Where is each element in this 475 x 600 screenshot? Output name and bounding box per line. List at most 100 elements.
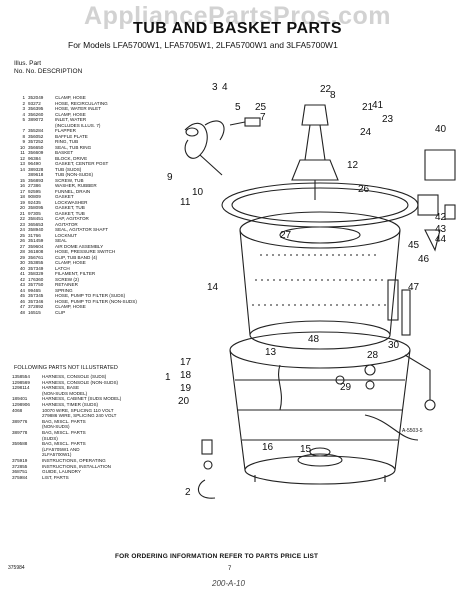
part-description: (NON-SUDS) [42, 424, 70, 430]
page-title: TUB AND BASKET PARTS [132, 20, 343, 37]
part-description: RETAINER [55, 282, 78, 287]
not-illustrated-row: 279886 WIRE, SPLICING 240 VOLT [12, 413, 187, 419]
callout-48: 48 [308, 334, 320, 345]
part-number: 16515 [28, 309, 41, 315]
part-illus-number: 30 [19, 260, 25, 265]
part-description: 2LFA5700W1) [42, 452, 72, 458]
part-number: 368751 [12, 469, 28, 475]
part-illus-number: 29 [19, 254, 25, 260]
part-number: 375984 [12, 474, 28, 480]
diagram-drawing [184, 104, 456, 499]
part-description: HARNESS, CONSOLE (SUDS) [42, 374, 107, 379]
parts-table-header: Illus. Part No. No. DESCRIPTION [14, 60, 82, 76]
part-number: 356609 [28, 150, 44, 155]
part-illus-number: 5 [22, 117, 25, 122]
parts-table-header-line1: Illus. Part [14, 60, 42, 67]
part-number: 356761 [28, 254, 44, 260]
part-number: 355284 [28, 128, 44, 133]
part-description: INSTRUCTIONS, INSTALLATION [42, 463, 111, 469]
part-number: 357750 [28, 282, 44, 287]
part-description: CLIP, TUB BAND (4) [55, 254, 98, 260]
page-code: 375984 [8, 565, 25, 571]
callout-8: 8 [330, 90, 336, 101]
part-number: 359604 [28, 243, 44, 249]
figure-code: A-5503-5 [402, 428, 423, 434]
callout-1: 1 [165, 372, 171, 383]
part-illus-number: 14 [19, 166, 25, 172]
part-number: 353855 [28, 260, 44, 265]
part-illus-number: 3 [22, 106, 25, 111]
callout-23: 23 [382, 114, 394, 125]
part-description: SEAL, TUB RING [55, 144, 92, 150]
part-number: 356052 [28, 133, 44, 139]
callout-14: 14 [207, 282, 219, 293]
callout-9: 9 [167, 172, 173, 183]
part-illus-number: 17 [19, 188, 25, 194]
part-description: (SUDS) [42, 435, 58, 441]
part-description: HOSE, PUMP TO FILTER (NON-SUDS) [55, 298, 137, 304]
part-number: 357252 [28, 139, 44, 144]
part-illus-number: 48 [19, 309, 25, 315]
callout-5: 5 [235, 102, 241, 113]
part-description: (LFA5705W1 AND [42, 446, 80, 452]
part-illus-number: 4 [22, 111, 25, 117]
part-description: AIR DOME ASSEMBLY [55, 243, 104, 249]
callout-22: 22 [320, 84, 332, 95]
part-description: (NON-SUDS MODEL) [42, 390, 88, 396]
part-number: 351459 [28, 238, 44, 243]
part-description: WASHER, RUBBER [55, 183, 97, 188]
part-number: 99465 [28, 287, 41, 293]
callout-17: 17 [180, 357, 192, 368]
part-description: GASKET [55, 194, 74, 199]
part-illus-number: 22 [19, 216, 25, 221]
part-number: 352049 [28, 95, 44, 100]
callout-19: 19 [180, 383, 192, 394]
part-description: BAG, MISCL. PARTS [42, 418, 86, 424]
callout-12: 12 [347, 160, 359, 171]
part-illus-number: 1 [22, 95, 25, 100]
callout-24: 24 [360, 127, 372, 138]
part-illus-number: 23 [19, 221, 25, 227]
part-illus-number: 9 [22, 139, 25, 144]
part-illus-number: 11 [20, 150, 25, 155]
part-number: 357349 [28, 265, 44, 271]
part-description: BASKET [55, 150, 74, 155]
part-illus-number: 7 [22, 128, 25, 133]
part-number: 176360 [28, 276, 44, 282]
callout-44: 44 [435, 234, 447, 245]
part-description: HARNESS, BASE [42, 385, 80, 391]
part-description: GASKET, TUB [55, 205, 85, 210]
part-description: RING, TUB [55, 139, 79, 144]
part-illus-number: 24 [19, 227, 25, 232]
part-number: 357346 [28, 298, 44, 304]
part-description: HOSE, PRESSURE SWITCH [55, 249, 116, 254]
callout-7: 7 [260, 112, 266, 123]
part-description: AGITATOR [55, 221, 78, 227]
part-illus-number: 45 [19, 293, 25, 298]
callout-11: 11 [180, 197, 191, 208]
callout-20: 20 [178, 396, 190, 407]
